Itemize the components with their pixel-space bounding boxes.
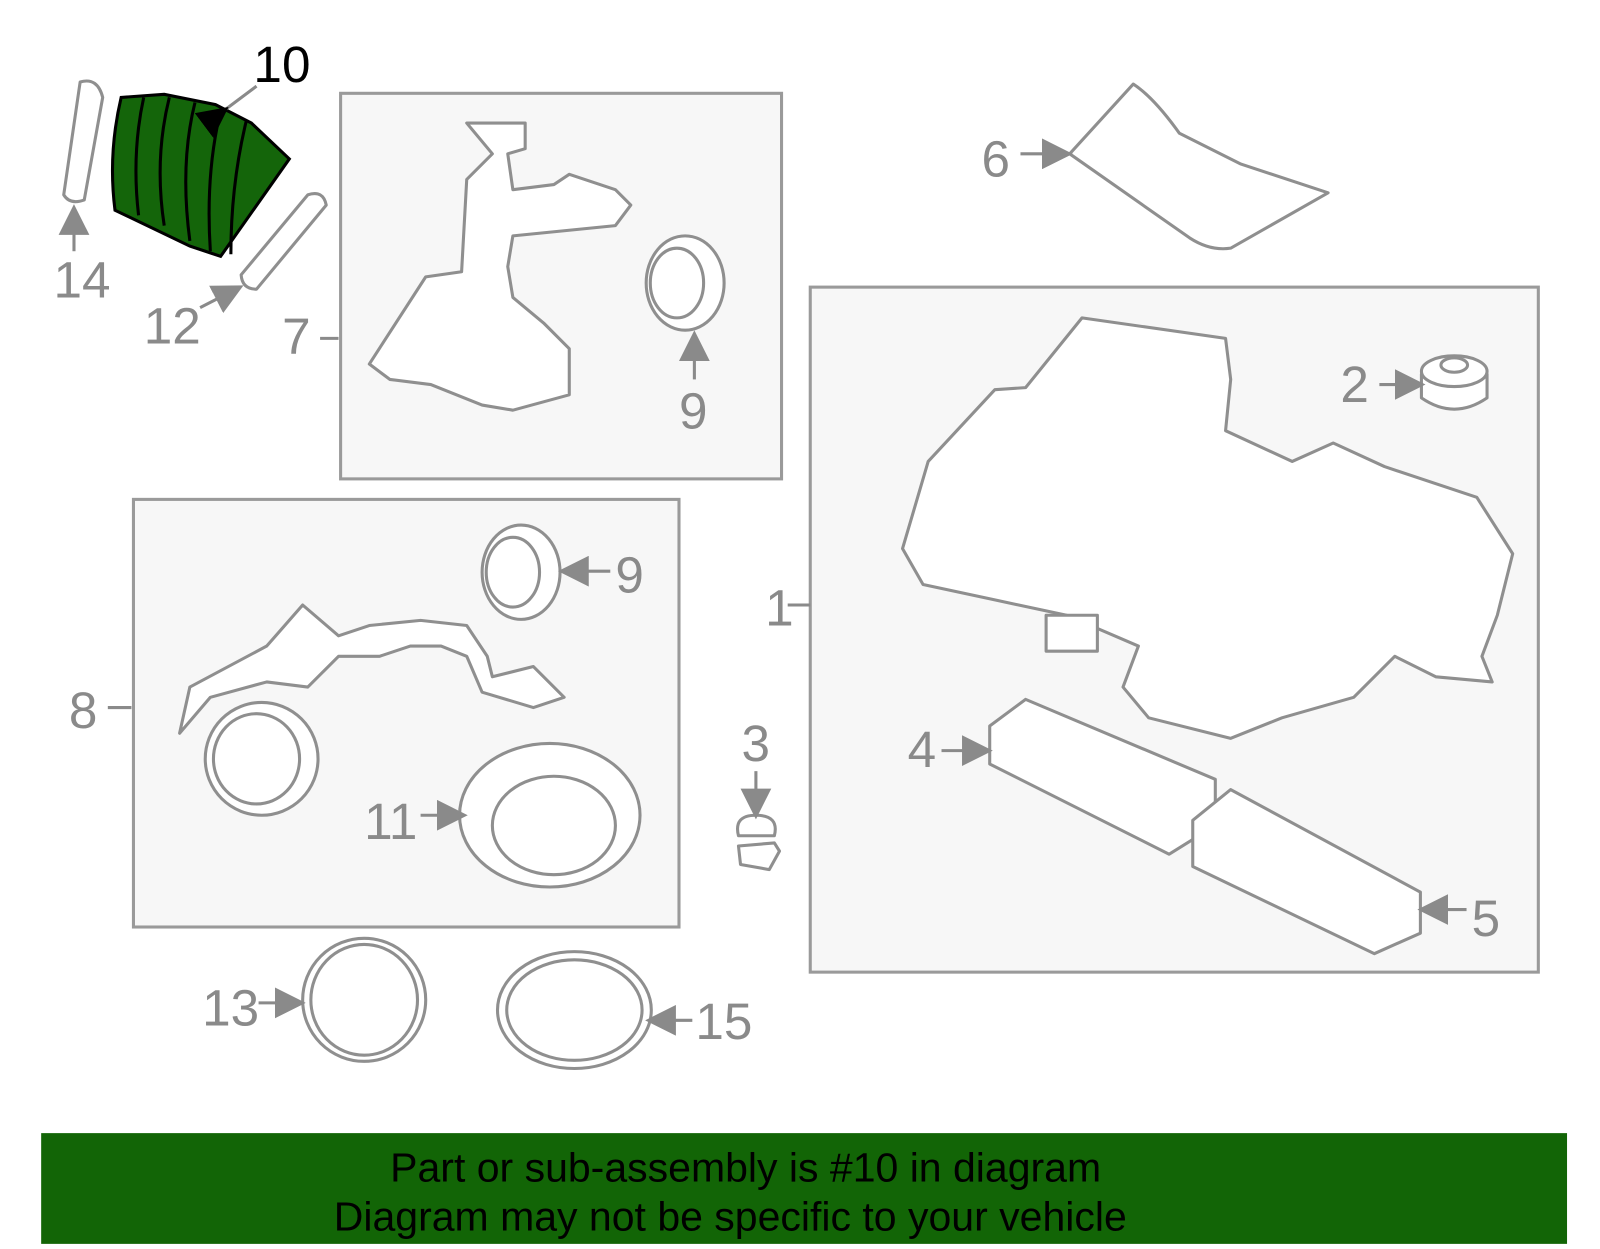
callout-6: 6 <box>982 130 1011 187</box>
part-14-clamp[interactable] <box>62 79 105 204</box>
part-8-duct[interactable] <box>178 603 566 817</box>
part-11-adapter[interactable] <box>458 741 642 889</box>
callout-9-box8: 9 <box>615 547 644 604</box>
info-banner <box>41 1133 1568 1244</box>
part-3-nut[interactable] <box>736 813 782 872</box>
callout-8: 8 <box>69 682 98 739</box>
callout-3: 3 <box>742 715 771 772</box>
callout-13: 13 <box>202 979 259 1036</box>
part-15-seal[interactable] <box>495 950 653 1071</box>
part-10-intake-hose[interactable] <box>110 92 292 259</box>
callout-2: 2 <box>1340 356 1369 413</box>
part-1-air-box[interactable] <box>901 316 1515 740</box>
callout-12: 12 <box>144 298 201 355</box>
part-6-cover[interactable] <box>1068 82 1330 251</box>
callout-1: 1 <box>765 580 794 637</box>
callout-7: 7 <box>282 308 311 365</box>
callout-5: 5 <box>1472 890 1501 947</box>
banner-line-2: Diagram may not be specific to your vehi… <box>334 1194 1127 1240</box>
part-13-seal[interactable] <box>301 936 428 1063</box>
part-12-clamp[interactable] <box>239 192 328 291</box>
callout-4: 4 <box>908 721 937 778</box>
callout-9-top: 9 <box>679 383 708 440</box>
callout-10: 10 <box>253 36 310 93</box>
part-7-duct[interactable] <box>367 121 633 412</box>
callout-15: 15 <box>695 993 752 1050</box>
part-2-grommet[interactable] <box>1419 354 1489 411</box>
banner-line-1: Part or sub-assembly is #10 in diagram <box>390 1144 1101 1190</box>
callout-11: 11 <box>364 793 417 850</box>
part-5-filter[interactable] <box>1191 788 1422 956</box>
callout-14: 14 <box>53 251 110 308</box>
